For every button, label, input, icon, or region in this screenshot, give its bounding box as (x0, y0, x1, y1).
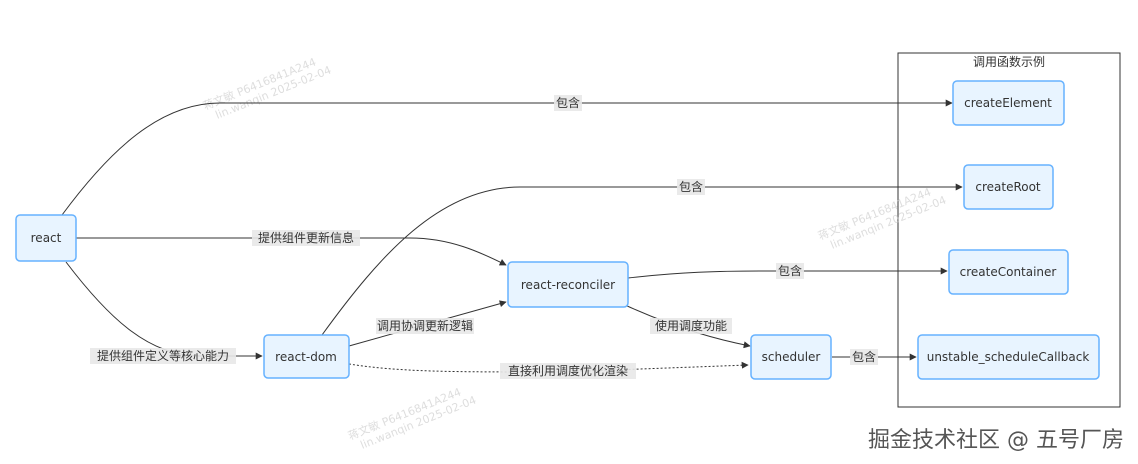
svg-text:提供组件定义等核心能力: 提供组件定义等核心能力 (97, 348, 229, 363)
watermark-1: 蒋文敏 P6416841A244 lin.wanqin 2025-02-04 (201, 55, 333, 122)
label-reconciler-scheduler: 使用调度功能 (650, 318, 732, 334)
svg-text:提供组件更新信息: 提供组件更新信息 (258, 230, 354, 245)
node-label: react (31, 231, 62, 245)
label-scheduler-callback: 包含 (850, 349, 878, 365)
label-reconciler-create-container: 包含 (776, 263, 804, 279)
subgraph-title: 调用函数示例 (973, 54, 1045, 69)
node-label: createContainer (960, 265, 1057, 279)
edge-reconciler-create-container (627, 267, 948, 279)
svg-text:包含: 包含 (778, 263, 802, 278)
node-label: createElement (964, 96, 1052, 110)
node-label: react-dom (275, 350, 337, 364)
label-react-dom-reconciler: 调用协调更新逻辑 (376, 318, 474, 334)
brand-watermark: 掘金技术社区 @ 五号厂房 (868, 428, 1124, 453)
edge-react-react-dom (65, 261, 263, 360)
node-unstable-schedule-callback[interactable]: unstable_scheduleCallback (917, 334, 1100, 380)
edge-labels: 包含 包含 提供组件更新信息 包含 提供组件定义等核心能力 调用协调更新逻辑 (90, 95, 878, 379)
label-react-create-element: 包含 (554, 95, 582, 111)
label-react-dom-scheduler: 直接利用调度优化渲染 (500, 363, 636, 379)
node-create-root[interactable]: createRoot (963, 164, 1054, 210)
node-label: unstable_scheduleCallback (927, 350, 1090, 364)
svg-text:包含: 包含 (852, 349, 876, 364)
node-react-reconciler[interactable]: react-reconciler (507, 261, 629, 308)
svg-text:包含: 包含 (679, 179, 703, 194)
node-label: react-reconciler (521, 278, 615, 292)
edge-react-reconciler (76, 237, 507, 266)
svg-text:使用调度功能: 使用调度功能 (655, 318, 727, 333)
node-create-element[interactable]: createElement (952, 80, 1065, 126)
edge-react-dom-create-root (321, 183, 963, 336)
watermark-3: 蒋文敏 P6416841A244 lin.wanqin 2025-02-04 (346, 385, 478, 452)
edge-react-dom-scheduler (348, 361, 749, 373)
edge-react-create-element (61, 99, 953, 216)
label-react-reconciler: 提供组件更新信息 (252, 230, 360, 246)
svg-text:调用协调更新逻辑: 调用协调更新逻辑 (377, 318, 473, 333)
svg-text:直接利用调度优化渲染: 直接利用调度优化渲染 (508, 363, 628, 378)
node-create-container[interactable]: createContainer (948, 249, 1069, 295)
node-react[interactable]: react (15, 214, 77, 262)
node-react-dom[interactable]: react-dom (263, 334, 350, 379)
label-react-dom-create-root: 包含 (677, 179, 705, 195)
node-label: scheduler (762, 350, 821, 364)
label-react-react-dom: 提供组件定义等核心能力 (90, 348, 236, 364)
node-label: createRoot (975, 180, 1041, 194)
node-scheduler[interactable]: scheduler (750, 334, 832, 380)
svg-text:包含: 包含 (556, 95, 580, 110)
